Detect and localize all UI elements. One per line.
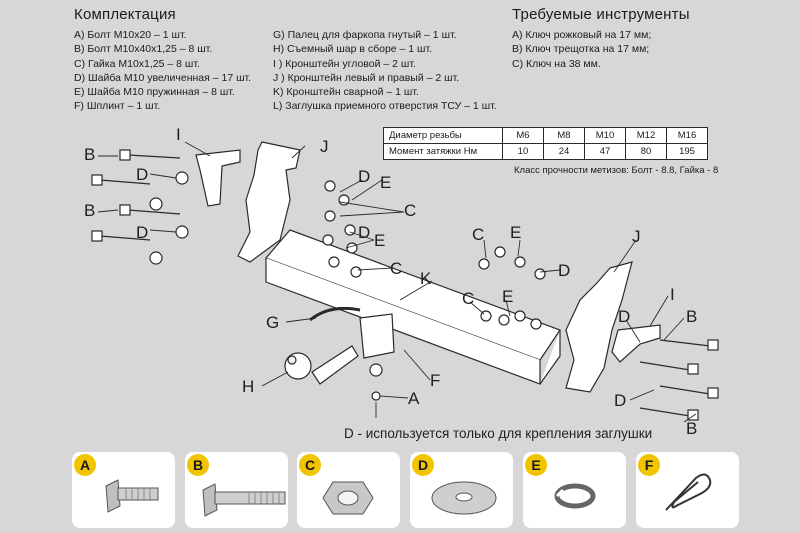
kit-item: F) Шплинт – 1 шт. bbox=[74, 100, 161, 113]
label-c: C bbox=[462, 289, 474, 308]
table-row: Момент затяжки Нм 10 24 47 80 195 bbox=[383, 143, 708, 160]
kit-item: G) Палец для фаркопа гнутый – 1 шт. bbox=[273, 29, 457, 41]
bolts-right bbox=[639, 339, 719, 421]
assembly-diagram: B I J D B D D E C D E C K G H F A C E D … bbox=[84, 125, 719, 441]
part-badge: A bbox=[74, 454, 96, 476]
label-b: B bbox=[84, 201, 95, 220]
tools-title: Требуемые инструменты bbox=[512, 6, 690, 23]
bolts-left bbox=[91, 149, 181, 242]
kit-title: Комплектация bbox=[74, 6, 176, 23]
bracket-i-right bbox=[611, 324, 661, 363]
kit-list-right: G) Палец для фаркопа гнутый – 1 шт. H) С… bbox=[273, 28, 497, 114]
parts-legend: A B C D E F bbox=[72, 452, 740, 532]
label-c: C bbox=[472, 225, 484, 244]
receiver-k bbox=[359, 313, 395, 359]
kit-item: K) Кронштейн сварной – 1 шт. bbox=[273, 86, 419, 99]
pin-g bbox=[309, 306, 361, 322]
kit-list-left: A) Болт М10х20 – 1 шт. B) Болт М10х40х1,… bbox=[74, 28, 251, 114]
kit-item: I ) Кронштейн угловой – 2 шт. bbox=[273, 57, 416, 70]
tool-item: C) Ключ на 38 мм. bbox=[512, 57, 601, 70]
bracket-j-left bbox=[237, 141, 301, 263]
label-i: I bbox=[670, 285, 675, 304]
bolt-long-icon bbox=[202, 483, 286, 517]
label-d: D bbox=[358, 167, 370, 186]
washers-left bbox=[149, 171, 189, 265]
tool-item: B) Ключ трещотка на 17 мм; bbox=[512, 43, 650, 56]
label-a: A bbox=[408, 389, 420, 408]
part-card-e: E bbox=[523, 452, 626, 528]
ball-mount bbox=[311, 345, 359, 385]
label-d: D bbox=[614, 391, 626, 410]
kit-item: J ) Кронштейн левый и правый – 2 шт. bbox=[273, 71, 460, 84]
spring-washer-icon bbox=[554, 483, 596, 509]
label-d: D bbox=[358, 223, 370, 242]
part-card-d: D bbox=[410, 452, 513, 528]
label-g: G bbox=[266, 313, 279, 332]
label-j: J bbox=[320, 137, 329, 156]
label-d: D bbox=[136, 223, 148, 242]
label-e: E bbox=[510, 223, 521, 242]
bolt-short-icon bbox=[105, 479, 159, 513]
fasteners-center bbox=[322, 180, 546, 401]
label-e: E bbox=[380, 173, 391, 192]
label-c: C bbox=[390, 259, 402, 278]
label-j: J bbox=[632, 227, 641, 246]
cotter-pin-icon bbox=[665, 473, 712, 511]
torque-table: Диаметр резьбы М6 М8 М10 М12 М16 Момент … bbox=[383, 127, 708, 160]
d-usage-note: D - используется только для крепления за… bbox=[344, 426, 652, 441]
kit-item: E) Шайба М10 пружинная – 8 шт. bbox=[74, 86, 235, 99]
part-badge: C bbox=[299, 454, 321, 476]
part-card-c: C bbox=[297, 452, 400, 528]
tool-item: A) Ключ рожковый на 17 мм; bbox=[512, 29, 652, 41]
label-d: D bbox=[618, 307, 630, 326]
part-card-a: A bbox=[72, 452, 175, 528]
nut-icon bbox=[322, 481, 374, 515]
part-card-b: B bbox=[185, 452, 288, 528]
part-badge: D bbox=[412, 454, 434, 476]
kit-item: B) Болт М10х40х1,25 – 8 шт. bbox=[74, 43, 213, 56]
label-k: K bbox=[420, 269, 432, 288]
kit-item: D) Шайба М10 увеличенная – 17 шт. bbox=[74, 71, 252, 84]
tools-list: A) Ключ рожковый на 17 мм; B) Ключ трещо… bbox=[512, 28, 651, 71]
label-b: B bbox=[84, 145, 95, 164]
kit-item: L) Заглушка приемного отверстия ТСУ – 1 … bbox=[273, 100, 497, 113]
label-b: B bbox=[686, 307, 697, 326]
kit-item: A) Болт М10х20 – 1 шт. bbox=[74, 29, 187, 41]
bracket-i-left bbox=[195, 149, 241, 207]
washer-icon bbox=[431, 481, 497, 515]
kit-item: C) Гайка М10х1,25 – 8 шт. bbox=[74, 57, 200, 70]
table-cell: 195 bbox=[666, 143, 708, 160]
part-badge: F bbox=[638, 454, 660, 476]
label-h: H bbox=[242, 377, 254, 396]
label-e: E bbox=[374, 231, 385, 250]
table-cell: 10 bbox=[502, 143, 544, 160]
label-b: B bbox=[686, 419, 697, 438]
label-c: C bbox=[404, 201, 416, 220]
label-i: I bbox=[176, 125, 181, 144]
part-badge: E bbox=[525, 454, 547, 476]
leader-lines bbox=[97, 141, 697, 423]
part-badge: B bbox=[187, 454, 209, 476]
label-d: D bbox=[136, 165, 148, 184]
kit-item: H) Съемный шар в сборе – 1 шт. bbox=[273, 43, 433, 56]
part-card-f: F bbox=[636, 452, 739, 528]
label-d: D bbox=[558, 261, 570, 280]
table-cell: 24 bbox=[543, 143, 585, 160]
label-f: F bbox=[430, 371, 440, 390]
bracket-j-right bbox=[565, 261, 633, 393]
strength-class-note: Класс прочности метизов: Болт - 8.8, Гай… bbox=[514, 165, 719, 176]
label-e: E bbox=[502, 287, 513, 306]
